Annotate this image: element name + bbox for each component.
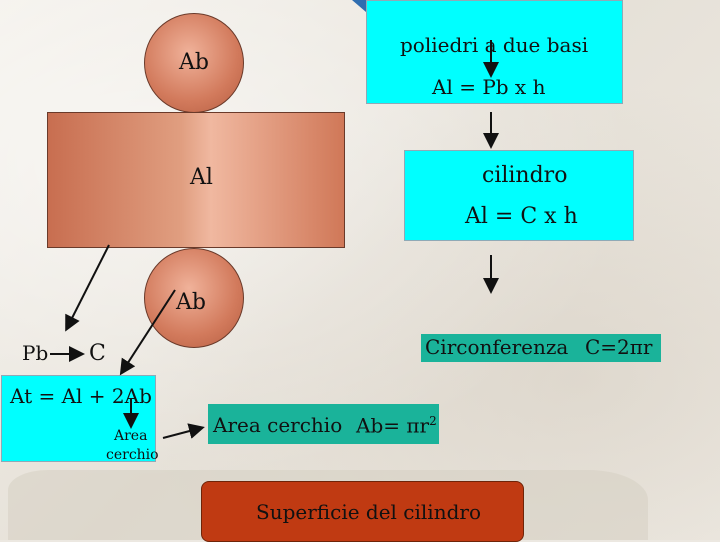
cylinder-surface-box [201,481,524,542]
area-cerchio-small-line1: Area [114,428,148,444]
pb-label: Pb [22,341,49,365]
circle-area-box [208,404,439,444]
cylinder-box [404,150,634,241]
c-label: C [89,341,106,366]
lateral-surface-label: Al [190,165,213,190]
prism-formula: Al = Pb x h [432,75,546,99]
total-area-formula: At = Al + 2Ab [10,384,152,408]
area-cerchio-small-line2: cerchio [106,447,159,463]
lateral-surface-rectangle [47,112,345,248]
cylinder-formula: Al = C x h [465,204,578,229]
top-base-label: Ab [179,50,209,75]
circumference-box [421,334,661,362]
circle-area-formula: Ab= πr2 [356,413,437,438]
bottom-base-label: Ab [176,290,206,315]
cylinder-title: cilindro [482,163,568,188]
prism-title: poliedri a due basi [400,33,589,57]
cylinder-surface-label: Superficie del cilindro [256,500,481,524]
prism-box [366,0,623,104]
circumference-label: Circonferenza [425,335,569,359]
circle-area-label: Area cerchio [213,413,343,437]
circumference-formula: C=2πr [585,335,653,359]
